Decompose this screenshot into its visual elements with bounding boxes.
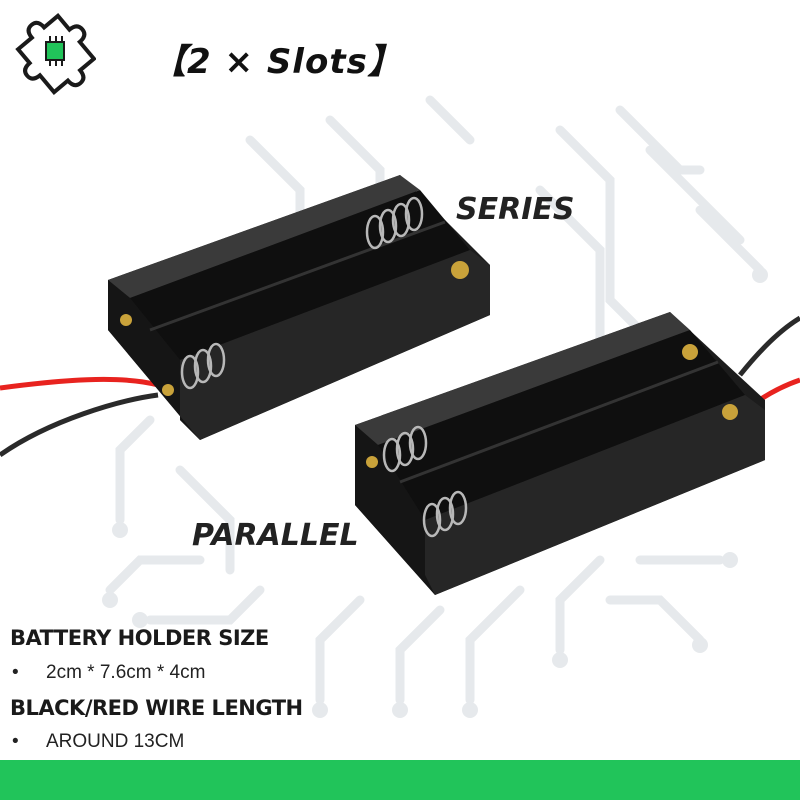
parallel-label: PARALLEL	[192, 518, 359, 553]
puzzle-circuit-logo-icon	[15, 13, 96, 95]
spec-value-wire: AROUND 13CM	[46, 731, 185, 752]
spec-item-size: • 2cm * 7.6cm * 4cm	[12, 662, 205, 684]
spec-value-size: 2cm * 7.6cm * 4cm	[46, 662, 206, 683]
bullet-icon: •	[12, 662, 19, 683]
spec-heading-size: BATTERY HOLDER SIZE	[10, 626, 269, 650]
spec-item-wire: • AROUND 13CM	[12, 731, 184, 753]
series-label: SERIES	[456, 192, 575, 227]
footer-bar	[0, 760, 800, 800]
spec-heading-wire: BLACK/RED WIRE LENGTH	[10, 696, 303, 720]
bullet-icon: •	[12, 731, 19, 752]
page-title: 【2 × Slots】	[152, 42, 403, 82]
